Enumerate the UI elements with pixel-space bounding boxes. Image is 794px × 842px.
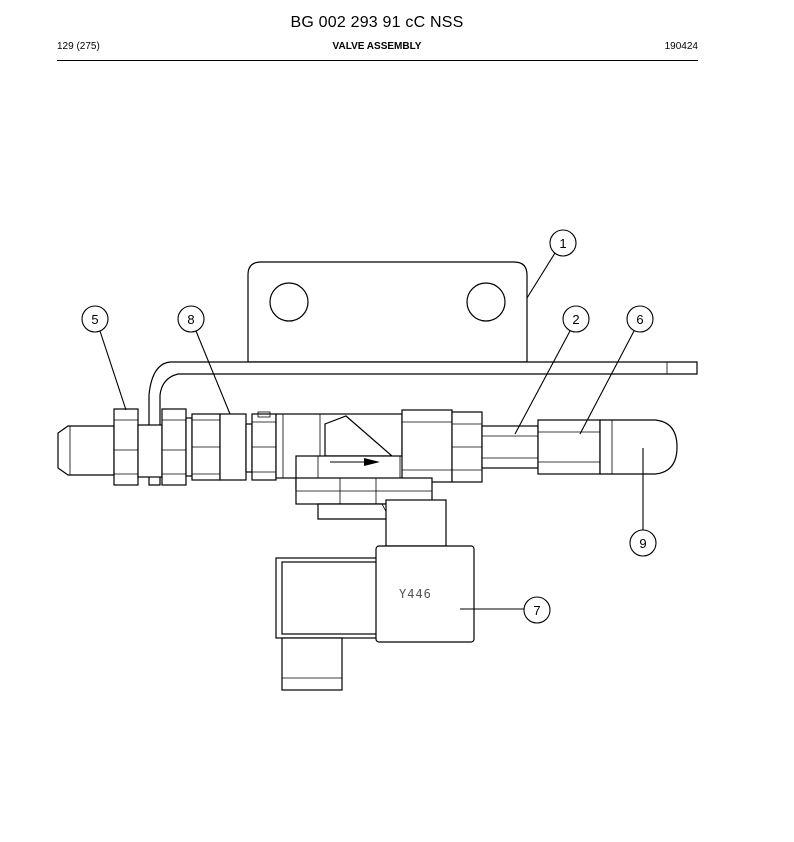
callout-6: 6 [626,305,654,333]
callout-2: 2 [562,305,590,333]
svg-text:7: 7 [533,603,540,618]
coil-label: Y446 [399,587,432,601]
page-number: 129 (275) [57,41,100,52]
mounting-bracket [148,261,698,486]
svg-text:6: 6 [636,312,643,327]
svg-text:9: 9 [639,536,646,551]
callout-5: 5 [81,305,109,333]
callout-7: 7 [523,596,551,624]
leader-lines [99,252,644,610]
right-fittings [451,411,678,483]
svg-text:5: 5 [91,312,98,327]
svg-text:2: 2 [572,312,579,327]
header-rule [57,60,698,61]
svg-text:8: 8 [187,312,194,327]
solenoid-coil: Y446 [275,499,475,691]
callout-8: 8 [177,305,205,333]
section-title: VALVE ASSEMBLY [332,41,422,52]
hose-fitting [185,411,277,481]
callout-9: 9 [629,529,657,557]
left-fitting [57,408,187,486]
svg-text:1: 1 [559,236,566,251]
date-code: 190424 [664,41,698,52]
callout-1: 1 [549,229,577,257]
document-number: BG 002 293 91 cC NSS [290,14,464,31]
